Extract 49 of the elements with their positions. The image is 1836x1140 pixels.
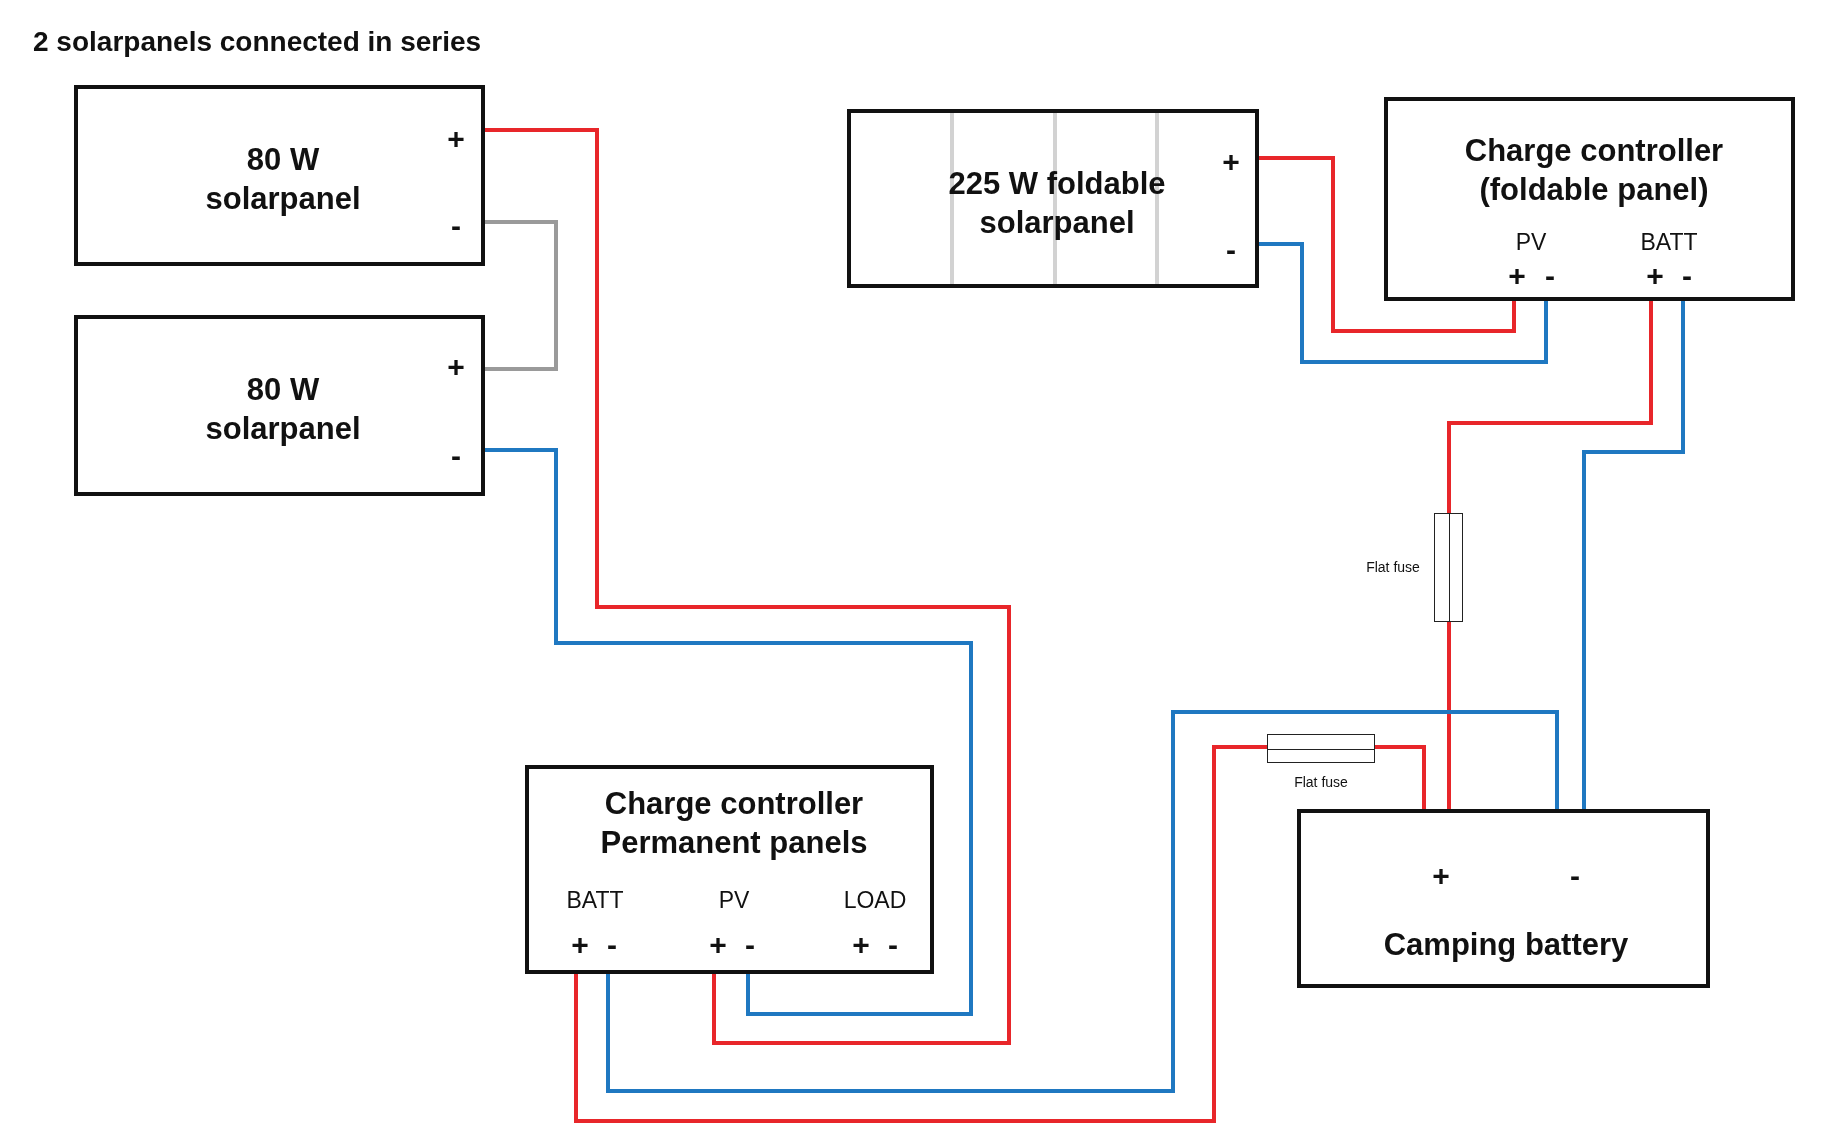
fuse-label: Flat fuse	[1366, 559, 1420, 577]
port-label: PV	[718, 885, 750, 915]
node-label: Charge controller (foldable panel)	[1463, 132, 1725, 209]
wire	[574, 745, 1267, 1123]
terminal-sign: +	[1508, 258, 1526, 295]
terminal-sign: +	[447, 121, 465, 158]
wire	[1259, 156, 1516, 333]
terminal-sign: -	[1682, 258, 1692, 295]
terminal-sign: -	[607, 927, 617, 964]
solar-panel-box	[74, 85, 485, 266]
terminal-sign: +	[709, 927, 727, 964]
foldable-solar-panel-box	[847, 109, 1259, 288]
terminal-sign: -	[888, 927, 898, 964]
terminal-sign: -	[1570, 858, 1580, 895]
node-label: Camping battery	[1382, 925, 1630, 964]
wire	[1447, 301, 1653, 513]
port-label: PV	[1515, 227, 1547, 257]
terminal-sign: +	[1222, 144, 1240, 181]
terminal-sign: -	[451, 438, 461, 475]
solar-panel-box	[74, 315, 485, 496]
charge-controller-box	[1384, 97, 1795, 301]
charge-controller-box	[525, 765, 934, 974]
terminal-sign: -	[451, 208, 461, 245]
terminal-sign: +	[852, 927, 870, 964]
node-label: Charge controller Permanent panels	[599, 785, 869, 862]
terminal-sign: -	[745, 927, 755, 964]
port-label: LOAD	[843, 885, 907, 915]
diagram-title: 2 solarpanels connected in series	[33, 26, 482, 58]
terminal-sign: +	[1432, 858, 1450, 895]
wire	[606, 710, 1559, 1093]
terminal-sign: +	[1646, 258, 1664, 295]
battery-box	[1297, 809, 1710, 988]
node-label: 225 W foldable solarpanel	[947, 165, 1167, 242]
wire	[1447, 622, 1451, 809]
node-label: 80 W solarpanel	[204, 371, 362, 448]
port-label: BATT	[1640, 227, 1698, 257]
wire	[485, 448, 973, 1016]
fuse-label: Flat fuse	[1294, 774, 1348, 792]
port-label: BATT	[566, 885, 624, 915]
terminal-sign: +	[447, 349, 465, 386]
terminal-sign: -	[1545, 258, 1555, 295]
terminal-sign: +	[571, 927, 589, 964]
wire	[1259, 242, 1548, 364]
node-label: 80 W solarpanel	[204, 141, 362, 218]
wire	[1375, 745, 1426, 809]
wire	[485, 128, 1011, 1045]
terminal-sign: -	[1226, 232, 1236, 269]
wire	[1582, 301, 1685, 809]
wire	[485, 220, 558, 371]
